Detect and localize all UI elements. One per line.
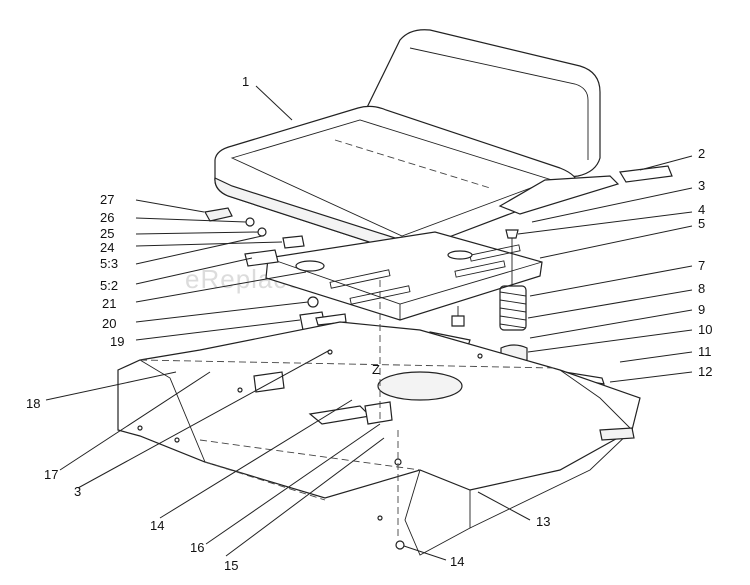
callout-24: 24: [100, 240, 114, 255]
callout-18: 18: [26, 396, 40, 411]
callout-26: 26: [100, 210, 114, 225]
callout-15: 15: [224, 558, 238, 573]
callout-7: 7: [698, 258, 705, 273]
callout-5-2: 5:2: [100, 278, 118, 293]
callout-12: 12: [698, 364, 712, 379]
callout-3-lower: 3: [74, 484, 81, 499]
seat: [214, 29, 673, 253]
callout-27: 27: [100, 192, 114, 207]
callout-1: 1: [242, 74, 249, 89]
callout-labels: 1 2 3 4 5 7 8 9 10 11 12 13 14 14 15 16 …: [26, 74, 712, 573]
callout-25: 25: [100, 226, 114, 241]
callout-11: 11: [698, 344, 712, 359]
callout-8: 8: [698, 281, 705, 296]
callout-3: 3: [698, 178, 705, 193]
seat-plate: [265, 231, 543, 321]
callout-21: 21: [102, 296, 116, 311]
callout-19: 19: [110, 334, 124, 349]
callout-13: 13: [536, 514, 550, 529]
callout-14-bottom: 14: [450, 554, 464, 569]
callout-16: 16: [190, 540, 204, 555]
base-deck: [117, 280, 641, 556]
callout-5: 5: [698, 216, 705, 231]
callout-9: 9: [698, 302, 705, 317]
callout-5-3: 5:3: [100, 256, 118, 271]
callout-17: 17: [44, 467, 58, 482]
callout-10: 10: [698, 322, 712, 337]
callout-14-left: 14: [150, 518, 164, 533]
callout-20: 20: [102, 316, 116, 331]
diagram-z-label: Z: [372, 362, 380, 377]
callout-4: 4: [698, 202, 705, 217]
callout-2: 2: [698, 146, 705, 161]
leader-lines: [45, 85, 693, 561]
